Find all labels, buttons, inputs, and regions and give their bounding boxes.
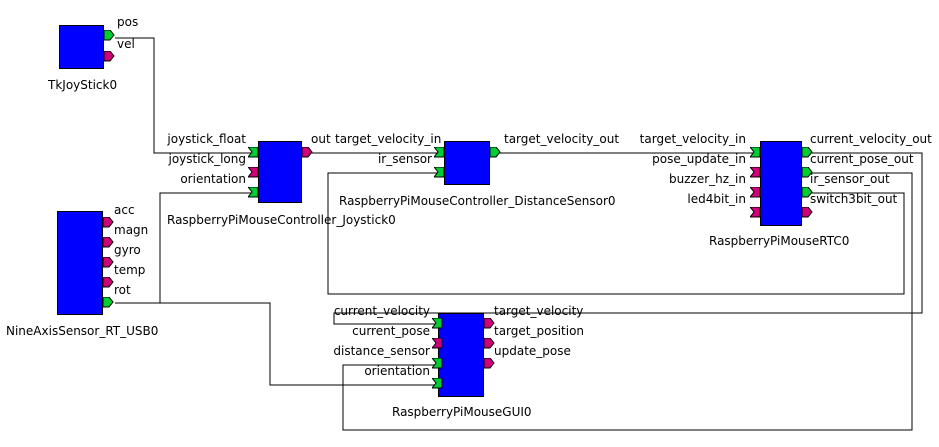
port-label-pose-update-in: pose_update_in	[652, 152, 746, 166]
inport-joystick-float[interactable]	[248, 147, 259, 158]
component-label-joystick-controller: RaspberryPiMouseController_Joystick0	[167, 213, 396, 227]
outport-temp[interactable]	[103, 277, 114, 288]
outport-vel[interactable]	[104, 51, 115, 62]
port-label-rot: rot	[114, 283, 131, 297]
port-label-buzzer-hz-in: buzzer_hz_in	[669, 172, 746, 186]
port-label-gui-orientation: orientation	[364, 364, 430, 378]
outport-gyro[interactable]	[103, 257, 114, 268]
port-label-current-velocity-out: current_velocity_out	[810, 132, 932, 146]
component-label-tkjoystick0: TkJoyStick0	[48, 78, 118, 92]
port-label-orientation: orientation	[180, 172, 246, 186]
outport-magn[interactable]	[103, 237, 114, 248]
outport-update-pose[interactable]	[484, 358, 495, 369]
outport-switch3bit-out[interactable]	[802, 207, 813, 218]
outport-out[interactable]	[302, 147, 313, 158]
component-label-raspberrypi-mouse-rtc: RaspberryPiMouseRTC0	[709, 234, 850, 248]
outport-target-position[interactable]	[484, 338, 495, 349]
port-label-switch3bit-out: switch3bit_out	[810, 192, 898, 206]
port-label-current-pose: current_pose	[352, 324, 430, 338]
port-label-target-velocity-out: target_velocity_out	[504, 132, 620, 146]
outport-target-velocity-out[interactable]	[490, 147, 501, 158]
port-label-vel: vel	[117, 37, 135, 51]
port-label-current-velocity: current_velocity	[333, 304, 430, 318]
port-label-temp: temp	[114, 263, 146, 277]
connector-current-pose-to-gui[interactable]	[342, 172, 913, 431]
port-label-acc: acc	[114, 203, 135, 217]
component-raspberrypi-mouse-rtc[interactable]	[760, 141, 802, 226]
port-label-target-velocity: target_velocity	[494, 304, 584, 318]
port-label-magn: magn	[114, 223, 149, 237]
inport-current-pose[interactable]	[432, 338, 443, 349]
port-label-led4bit-in: led4bit_in	[687, 192, 746, 206]
port-label-target-position: target_position	[494, 324, 585, 338]
component-label-distance-sensor-controller: RaspberryPiMouseController_DistanceSenso…	[339, 194, 616, 208]
inport-led4bit-in[interactable]	[750, 207, 761, 218]
port-label-gyro: gyro	[114, 243, 141, 257]
outport-rot[interactable]	[103, 297, 114, 308]
port-label-ir-sensor: ir_sensor	[377, 152, 432, 166]
port-label-out: out	[311, 132, 331, 146]
inport-buzzer-hz-in[interactable]	[750, 187, 761, 198]
port-label-current-pose-out: current_pose_out	[810, 152, 914, 166]
inport-rtc-target-velocity-in[interactable]	[750, 147, 761, 158]
port-label-update-pose: update_pose	[494, 344, 571, 358]
connector-ir-sensor-out-to-ir-sensor[interactable]	[327, 172, 905, 295]
outport-acc[interactable]	[103, 217, 114, 228]
port-label-distance-sensor: distance_sensor	[333, 344, 430, 358]
inport-ir-sensor[interactable]	[434, 167, 445, 178]
connector-rot-to-gui-orientation[interactable]	[115, 302, 436, 386]
inport-joystick-long[interactable]	[248, 167, 259, 178]
inport-distance-sensor[interactable]	[432, 358, 443, 369]
component-nineaxis-sensor[interactable]	[57, 211, 103, 315]
connector-vel-to-joystick-float[interactable]	[115, 37, 252, 154]
outport-ir-sensor-out[interactable]	[802, 187, 813, 198]
port-label-pos: pos	[117, 15, 139, 29]
inport-current-velocity[interactable]	[432, 318, 443, 329]
inport-pose-update-in[interactable]	[750, 167, 761, 178]
outport-current-velocity-out[interactable]	[802, 147, 813, 158]
connector-current-velocity-to-gui[interactable]	[333, 152, 923, 325]
port-label-joystick-float: joystick_float	[167, 132, 246, 146]
port-label-target-velocity-in: target_velocity_in	[335, 132, 442, 146]
outport-current-pose-out[interactable]	[802, 167, 813, 178]
component-tkjoystick0[interactable]	[59, 25, 104, 69]
port-label-joystick-long: joystick_long	[168, 152, 246, 166]
port-label-rtc-target-velocity-in: target_velocity_in	[639, 132, 746, 146]
outport-pos[interactable]	[104, 30, 115, 41]
component-label-raspberrypi-mouse-gui: RaspberryPiMouseGUI0	[392, 405, 532, 419]
component-joystick-controller[interactable]	[258, 141, 302, 203]
component-raspberrypi-mouse-gui[interactable]	[438, 313, 484, 397]
inport-gui-orientation[interactable]	[432, 378, 443, 389]
component-label-nineaxis-sensor: NineAxisSensor_RT_USB0	[6, 324, 159, 338]
inport-target-velocity-in[interactable]	[434, 147, 445, 158]
inport-orientation[interactable]	[248, 187, 259, 198]
component-distance-sensor-controller[interactable]	[444, 141, 490, 185]
outport-target-velocity[interactable]	[484, 318, 495, 329]
port-label-ir-sensor-out: ir_sensor_out	[810, 172, 890, 186]
